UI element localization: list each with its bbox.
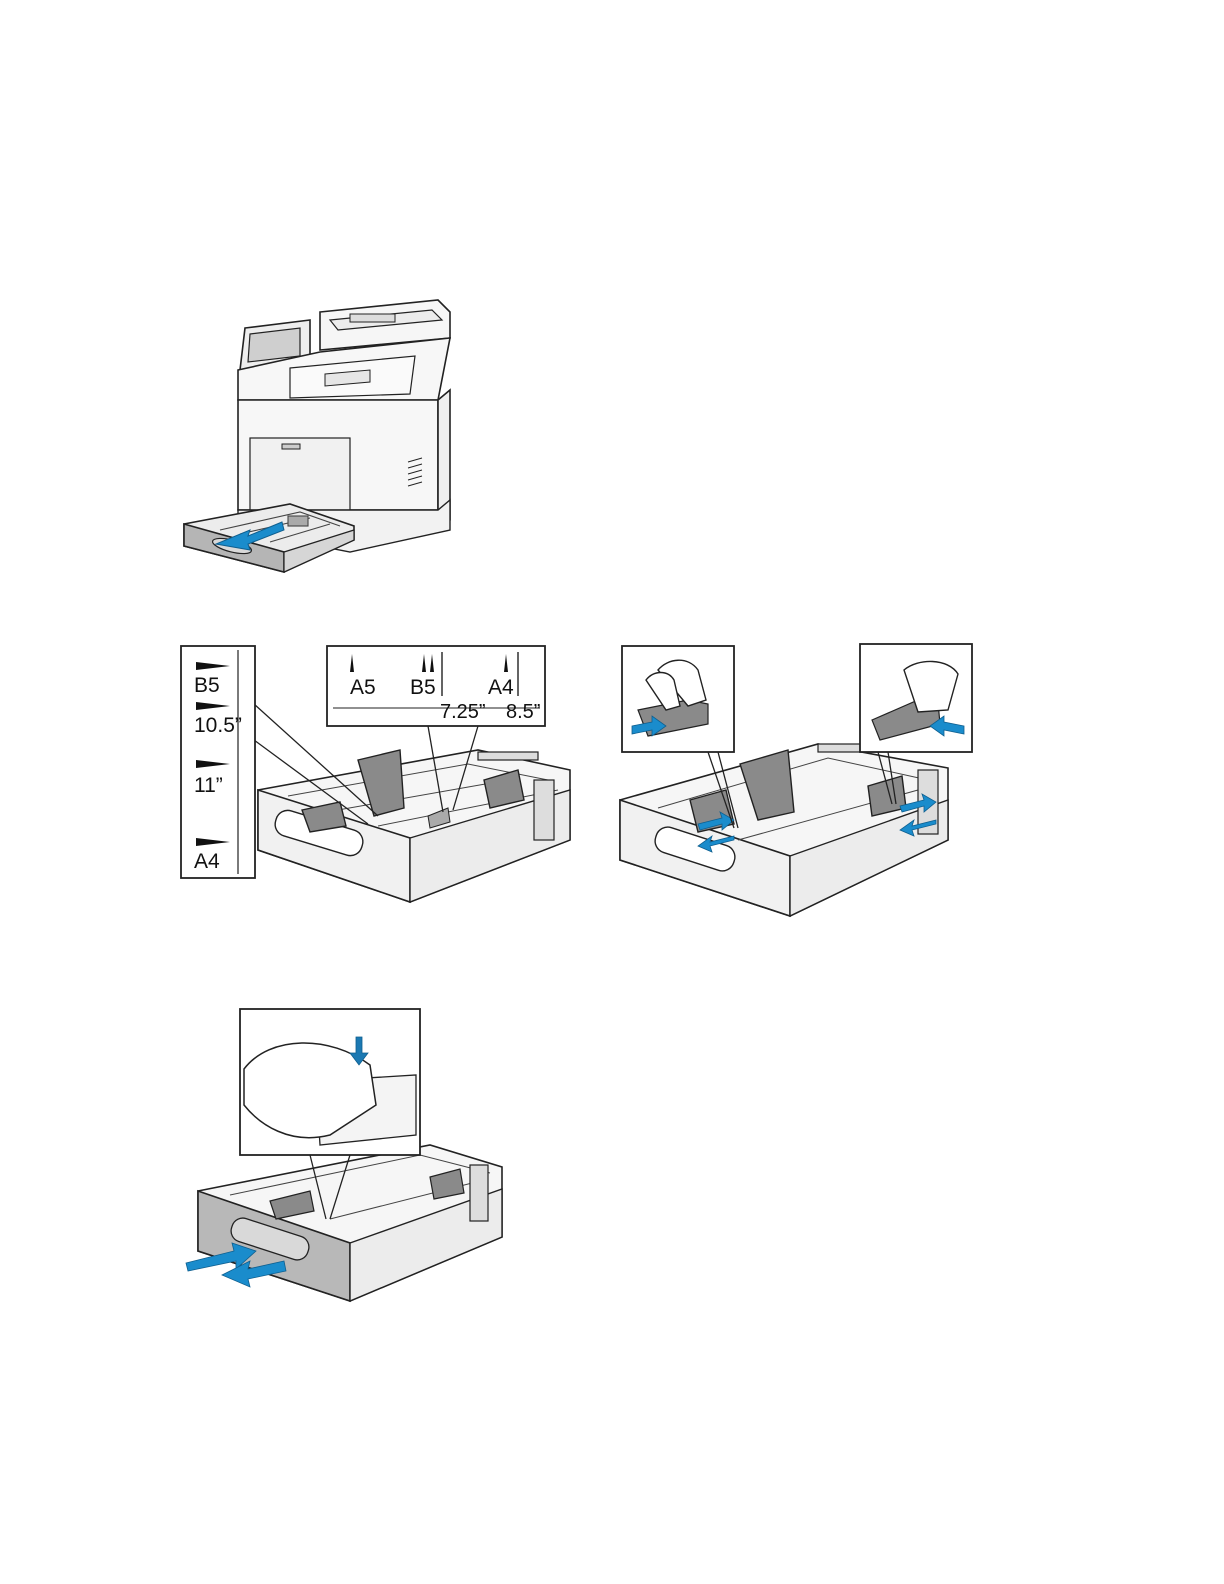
- scale-label-b5-left: B5: [194, 674, 220, 697]
- scale-label-10-5: 10.5”: [194, 714, 242, 737]
- figure-printer-tray-open: [170, 290, 470, 590]
- scale-label-b5-top: B5: [410, 676, 436, 699]
- scale-label-11: 11”: [194, 774, 223, 797]
- tray-scale-illustration: B5 10.5” 11” A4 A5 B5 A4 7.25” 8.5”: [178, 640, 578, 900]
- width-guide-illustration: [618, 640, 978, 920]
- scale-label-8-5: 8.5”: [506, 701, 540, 723]
- tray-length-illustration: [180, 1005, 510, 1305]
- scale-label-a4-top: A4: [488, 676, 514, 699]
- printer-illustration: [170, 290, 470, 590]
- scale-label-7-25: 7.25”: [440, 701, 486, 723]
- scale-label-a5: A5: [350, 676, 376, 699]
- figure-tray-width-guides: [618, 640, 978, 920]
- figure-tray-length-adjust: [180, 1005, 510, 1305]
- scale-label-a4-left: A4: [194, 850, 220, 873]
- figure-tray-size-scales: B5 10.5” 11” A4 A5 B5 A4 7.25” 8.5”: [178, 640, 578, 900]
